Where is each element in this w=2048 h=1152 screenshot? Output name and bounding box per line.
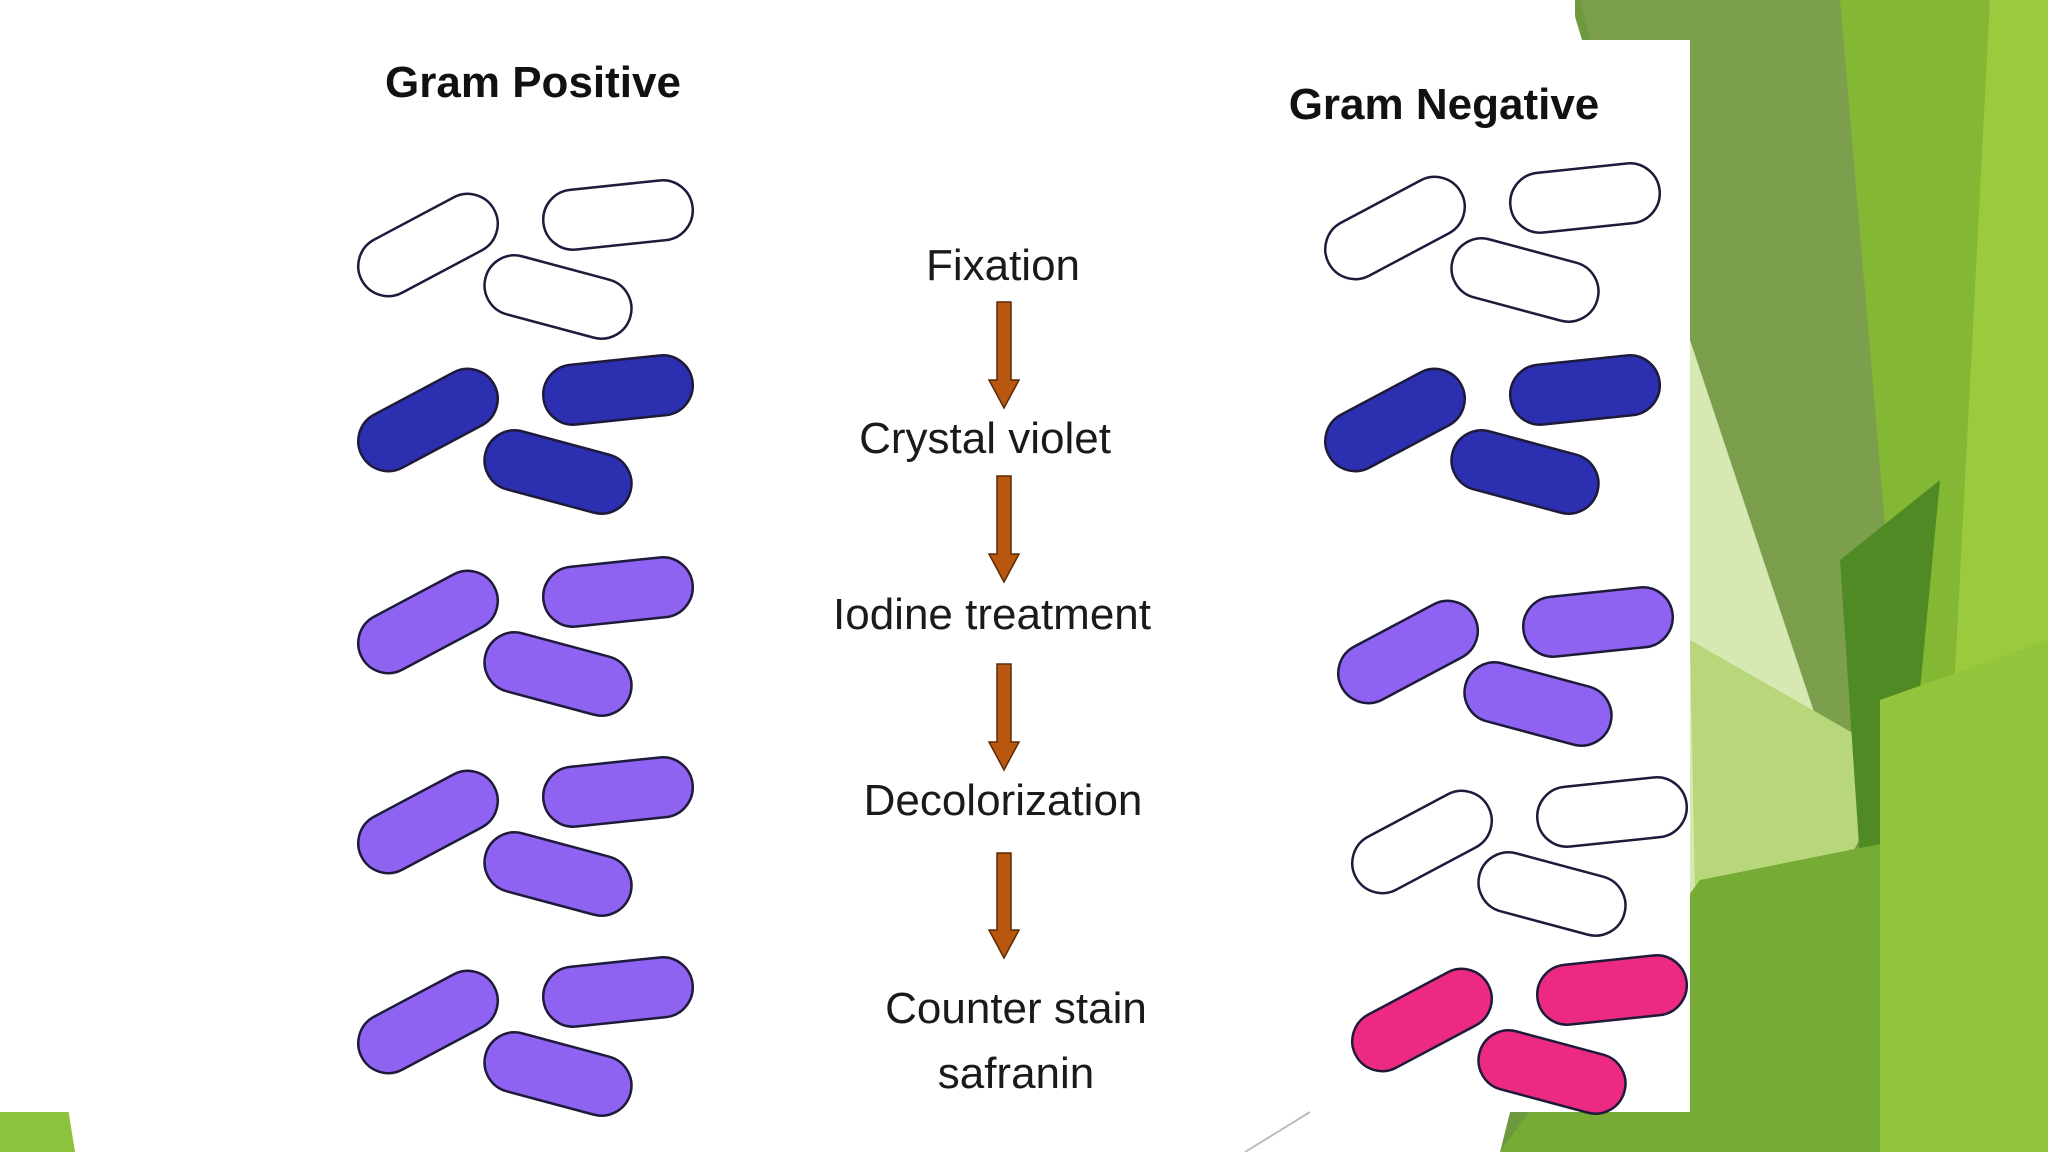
gram-negative-cell-row3-rod1 bbox=[1337, 599, 1479, 705]
step-label-decolorization: Decolorization bbox=[864, 776, 1143, 825]
step-label-safranin: safranin bbox=[938, 1049, 1095, 1098]
gram-negative-title: Gram Negative bbox=[1289, 80, 1600, 129]
gram-positive-cells bbox=[357, 179, 695, 1117]
right-facet-deep bbox=[1840, 480, 1940, 900]
gram-negative-cell-row3-rod2 bbox=[1521, 586, 1675, 658]
step-label-counter-stain: Counter stain bbox=[885, 984, 1147, 1033]
gram-negative-cell-row4-rod1 bbox=[1351, 789, 1493, 895]
gram-negative-cell-row4-rod3 bbox=[1477, 851, 1627, 937]
right-facet-lower-bright bbox=[1880, 640, 2048, 1152]
gram-positive-cell-row1-rod1 bbox=[357, 192, 499, 298]
gram-positive-cell-row4-rod3 bbox=[483, 831, 633, 917]
gram-negative-cell-row3-rod3 bbox=[1463, 661, 1613, 747]
gram-positive-cell-row1-rod3 bbox=[483, 254, 633, 340]
gram-negative-cell-row1-rod3 bbox=[1450, 237, 1600, 323]
gram-negative-cell-row1-rod2 bbox=[1508, 162, 1662, 234]
step-arrow-3 bbox=[987, 663, 1021, 772]
gram-negative-cell-row4-rod2 bbox=[1535, 776, 1689, 848]
gram-positive-cell-row3-rod1 bbox=[357, 569, 499, 675]
gram-positive-cell-row4-rod1 bbox=[357, 769, 499, 875]
gram-positive-title: Gram Positive bbox=[385, 58, 681, 107]
step-label-iodine-treatment: Iodine treatment bbox=[833, 590, 1151, 639]
step-arrow-4 bbox=[987, 852, 1021, 960]
gram-negative-cell-row2-rod1 bbox=[1324, 367, 1466, 473]
decor-line bbox=[1244, 1111, 1311, 1152]
gram-negative-cell-row2-rod3 bbox=[1450, 429, 1600, 515]
gram-positive-cell-row5-rod1 bbox=[357, 969, 499, 1075]
gram-negative-cell-row5-rod2 bbox=[1535, 954, 1689, 1026]
gram-positive-cell-row5-rod3 bbox=[483, 1031, 633, 1117]
step-arrow-2 bbox=[987, 475, 1021, 584]
gram-positive-cell-row3-rod2 bbox=[541, 556, 695, 628]
step-arrows bbox=[987, 301, 1021, 960]
step-arrow-1 bbox=[987, 301, 1021, 410]
gram-positive-cell-row1-rod2 bbox=[541, 179, 695, 251]
gram-positive-cell-row3-rod3 bbox=[483, 631, 633, 717]
step-label-fixation: Fixation bbox=[926, 241, 1080, 290]
gram-positive-cell-row2-rod3 bbox=[483, 429, 633, 515]
gram-positive-cell-row2-rod1 bbox=[357, 367, 499, 473]
gram-negative-cell-row2-rod2 bbox=[1508, 354, 1662, 426]
gram-negative-cell-row1-rod1 bbox=[1324, 175, 1466, 281]
gram-positive-cell-row2-rod2 bbox=[541, 354, 695, 426]
gram-negative-cell-row5-rod1 bbox=[1351, 967, 1493, 1073]
gram-negative-cell-row5-rod3 bbox=[1477, 1029, 1627, 1115]
staining-steps: Fixation Crystal violet Iodine treatment… bbox=[833, 241, 1151, 1098]
gram-positive-cell-row4-rod2 bbox=[541, 756, 695, 828]
content-panel-top bbox=[0, 0, 1575, 40]
gram-negative-cells bbox=[1324, 162, 1689, 1115]
gram-positive-cell-row5-rod2 bbox=[541, 956, 695, 1028]
step-label-crystal-violet: Crystal violet bbox=[859, 414, 1111, 463]
